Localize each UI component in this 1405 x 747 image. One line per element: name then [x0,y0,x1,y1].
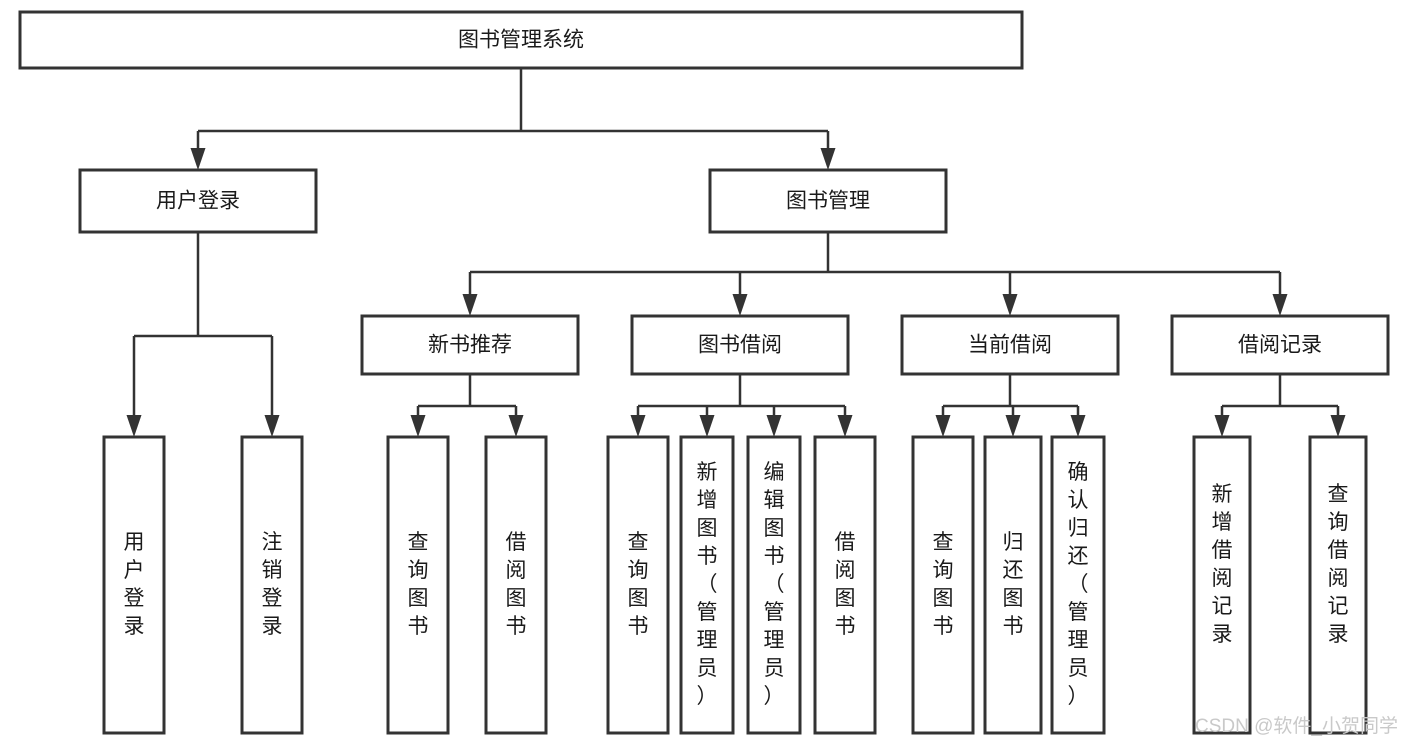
node-label: 图书管理系统 [458,29,584,52]
arrow-head [766,415,782,437]
node-box [983,435,1043,735]
node-leaf-return-book[interactable]: 归还图书 [983,435,1043,735]
node-leaf-query-borrow-record[interactable]: 查询借阅记录 [1308,435,1368,735]
csdn-watermark: CSDN @软件_小贺同学 [1195,715,1398,737]
node-label: 新增图书（管理员） [697,461,718,708]
node-box [18,10,1024,70]
arrow-head [820,148,836,170]
node-box [78,168,318,234]
connector-current-borrow-to-leaves [935,374,1086,437]
node-label: 借阅图书 [506,531,527,638]
node-box [708,168,948,234]
arrow-head [837,415,853,437]
arrow-head [1214,415,1230,437]
nodes-layer: 图书管理系统用户登录图书管理新书推荐图书借阅当前借阅借阅记录用户登录注销登录查询… [18,10,1390,735]
node-current-borrow[interactable]: 当前借阅 [900,314,1120,376]
node-box [102,435,166,735]
node-borrow-record[interactable]: 借阅记录 [1170,314,1390,376]
node-box [630,314,850,376]
node-label: 查询图书 [408,531,429,638]
arrow-head [1005,415,1021,437]
arrow-head [264,415,280,437]
node-label: 新增借阅记录 [1212,483,1233,646]
node-leaf-user-login[interactable]: 用户登录 [102,435,166,735]
node-label: 借阅记录 [1238,334,1322,357]
node-box [746,435,802,735]
arrow-head [630,415,646,437]
node-leaf-edit-book-admin[interactable]: 编辑图书（管理员） [746,435,802,735]
connector-user-login-to-leaves [126,232,280,437]
arrow-head [1272,294,1288,316]
connectors-layer [126,68,1346,437]
connector-new-book-recommend-to-leaves [410,374,524,437]
node-leaf-borrow-book[interactable]: 借阅图书 [813,435,877,735]
arrow-head [1070,415,1086,437]
node-box [900,314,1120,376]
node-label: 借阅图书 [835,531,856,638]
node-label: 图书管理 [786,190,870,213]
node-leaf-query-book-borrow[interactable]: 查询图书 [606,435,670,735]
connector-book-borrow-to-leaves [630,374,853,437]
node-label: 确认归还（管理员） [1068,461,1089,708]
node-box [360,314,580,376]
node-box [606,435,670,735]
arrow-head [126,415,142,437]
node-leaf-query-book-cur[interactable]: 查询图书 [911,435,975,735]
node-leaf-user-logout[interactable]: 注销登录 [240,435,304,735]
node-label: 归还图书 [1003,531,1024,638]
arrow-head [935,415,951,437]
node-label: 查询图书 [933,531,954,638]
node-leaf-add-book-admin[interactable]: 新增图书（管理员） [679,435,735,735]
node-leaf-query-book-rec[interactable]: 查询图书 [386,435,450,735]
node-user-login[interactable]: 用户登录 [78,168,318,234]
node-box [1050,435,1106,735]
arrow-head [699,415,715,437]
node-label: 编辑图书（管理员） [764,461,785,708]
node-label: 用户登录 [156,190,240,213]
node-book-borrow[interactable]: 图书借阅 [630,314,850,376]
node-new-book-recommend[interactable]: 新书推荐 [360,314,580,376]
node-label: 用户登录 [124,531,145,638]
node-label: 查询图书 [628,531,649,638]
node-label: 新书推荐 [428,334,512,357]
node-label: 注销登录 [262,531,283,638]
node-box [240,435,304,735]
node-leaf-borrow-book-rec[interactable]: 借阅图书 [484,435,548,735]
node-leaf-add-borrow-record[interactable]: 新增借阅记录 [1192,435,1252,735]
arrow-head [410,415,426,437]
arrow-head [1002,294,1018,316]
node-root[interactable]: 图书管理系统 [18,10,1024,70]
arrow-head [462,294,478,316]
arrow-head [732,294,748,316]
arrow-head [190,148,206,170]
connector-borrow-record-to-leaves [1214,374,1346,437]
connector-root-to-level2 [190,68,836,170]
node-box [1308,435,1368,735]
node-box [1170,314,1390,376]
node-label: 查询借阅记录 [1328,483,1349,646]
arrow-head [508,415,524,437]
node-label: 当前借阅 [968,334,1052,357]
node-box [386,435,450,735]
node-box [1192,435,1252,735]
connector-book-management-to-level3 [462,232,1288,316]
arrow-head [1330,415,1346,437]
node-box [911,435,975,735]
node-box [813,435,877,735]
node-leaf-confirm-return-admin[interactable]: 确认归还（管理员） [1050,435,1106,735]
node-book-management[interactable]: 图书管理 [708,168,948,234]
node-label: 图书借阅 [698,334,782,357]
node-box [484,435,548,735]
node-box [679,435,735,735]
